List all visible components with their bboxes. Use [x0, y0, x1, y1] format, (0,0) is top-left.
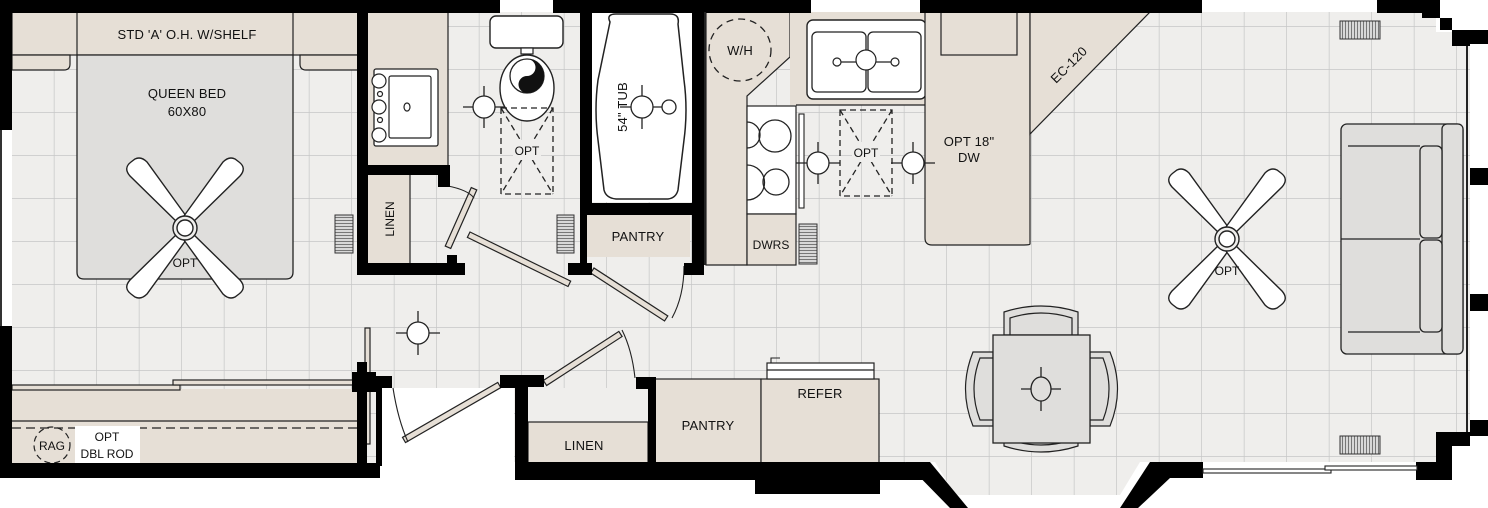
bed-size-label: 60X80	[168, 104, 207, 119]
drawers	[746, 213, 797, 266]
dining-set	[964, 305, 1119, 453]
linen-door[interactable]	[444, 186, 478, 250]
living-room: OPT	[1168, 20, 1464, 455]
burner-icon	[746, 119, 792, 201]
kitchen-sink-icon	[806, 19, 927, 100]
sofa	[1340, 123, 1464, 355]
interior-walls	[352, 12, 706, 475]
linen-closet	[368, 175, 410, 263]
bath-opt-label: OPT	[515, 144, 540, 158]
kitchen-opt-label: OPT	[854, 146, 879, 160]
water-heater-icon	[708, 18, 772, 82]
linen-door[interactable]	[542, 330, 623, 387]
floor-vent	[334, 214, 354, 254]
kitchen-peninsula	[924, 11, 1031, 246]
light-fixture-icon	[796, 142, 840, 184]
refer-label: REFER	[797, 386, 842, 401]
ceiling-fan-icon: OPT	[1168, 168, 1286, 310]
water-heater-label: W/H	[727, 43, 753, 58]
range-cooktop	[746, 105, 797, 215]
light-fixture-icon	[463, 86, 505, 128]
bath-door[interactable]	[466, 231, 572, 288]
light-fixture-icon	[396, 311, 440, 355]
dishwasher-label-2: DW	[958, 150, 981, 165]
ceiling-fan-icon: OPT	[126, 157, 244, 299]
nightstand-left	[11, 54, 71, 71]
rag-label: RAG	[39, 439, 65, 453]
light-fixture-icon	[891, 142, 935, 184]
refrigerator-door[interactable]	[766, 362, 875, 380]
floor-vent	[798, 223, 818, 265]
kitchen-pantry-label: PANTRY	[682, 418, 735, 433]
overhead-label: STD 'A' O.H. W/SHELF	[118, 27, 257, 42]
bed-label: QUEEN BED	[148, 86, 226, 101]
queen-bed	[76, 54, 294, 280]
closet-rod-label: DBL ROD	[81, 447, 134, 461]
closet-opt-label: OPT	[95, 430, 120, 444]
kitchen: W/H DWRS OPT 18" DW EC-120	[705, 11, 1152, 266]
pantry-door[interactable]	[589, 267, 669, 322]
dishwasher-label: OPT 18"	[944, 134, 995, 149]
entry-door[interactable]	[401, 381, 502, 444]
lower-storage: LINEN PANTRY REFER	[527, 329, 880, 466]
wardrobe	[12, 389, 358, 465]
linen-label: LINEN	[383, 201, 397, 236]
light-fixture-icon	[1021, 367, 1061, 411]
drawers-label: DWRS	[753, 238, 790, 252]
nightstand-right	[299, 54, 359, 71]
living-fan-opt-label: OPT	[1215, 264, 1240, 278]
bathroom: OPT 54" TUB LINEN PANTRY	[368, 12, 692, 322]
toilet-icon	[489, 15, 564, 122]
hall-pantry-label: PANTRY	[612, 229, 665, 244]
refrigerator	[760, 378, 880, 466]
hall-pantry	[587, 214, 690, 257]
floor-vent	[1339, 20, 1381, 40]
tub-faucet-icon	[620, 85, 677, 129]
closet-slider-door[interactable]	[172, 379, 354, 386]
floor-vent	[556, 214, 575, 254]
lower-linen-label: LINEN	[564, 438, 603, 453]
bedroom: STD 'A' O.H. W/SHELF QUEEN BED 60X80 OPT	[11, 11, 371, 465]
sliding-glass-door[interactable]	[1202, 465, 1418, 474]
rag-icon	[33, 426, 71, 464]
fan-opt-label: OPT	[173, 256, 198, 270]
closet-slider-door[interactable]	[11, 384, 181, 391]
floor-vent	[1339, 435, 1381, 455]
